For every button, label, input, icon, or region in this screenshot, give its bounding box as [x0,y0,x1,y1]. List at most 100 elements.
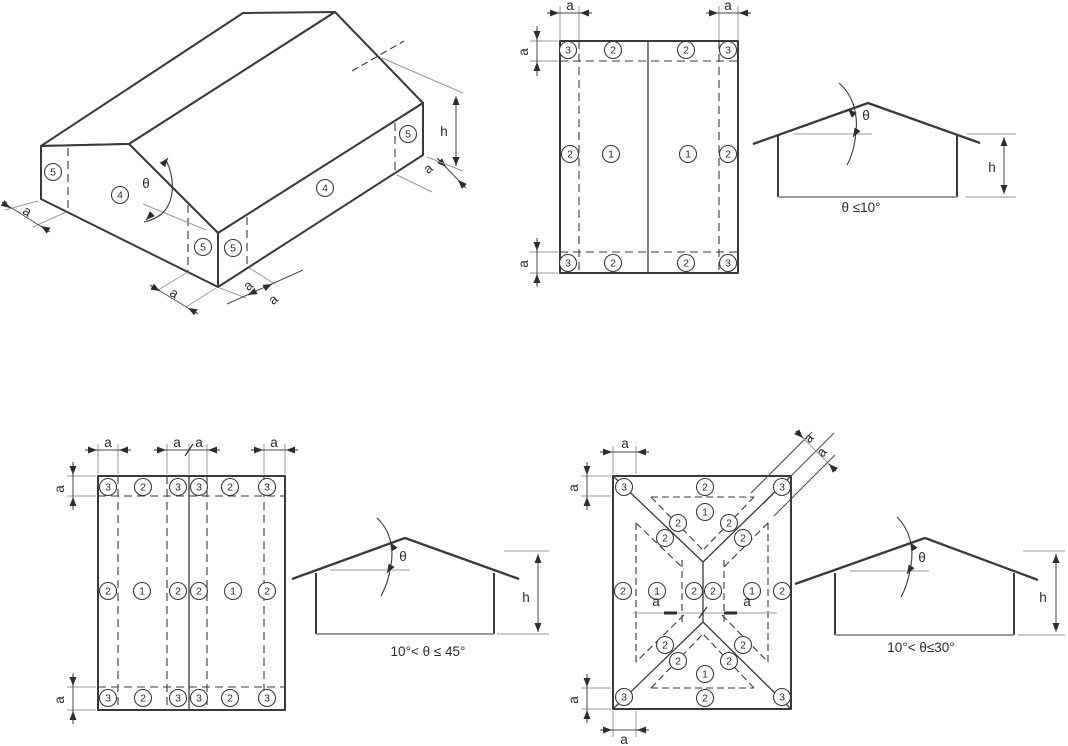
zone-2-badge [718,144,738,164]
zone-2-badge [133,688,153,708]
dim-label-a: a [104,435,112,450]
zone-2-badge [703,581,723,601]
hip-extension-line [762,432,835,505]
zone-3-number: 3 [175,693,181,705]
zone-1-number: 1 [654,586,660,598]
dim-label-a: a [167,285,181,302]
zone-2-number: 2 [140,693,146,705]
dim-tick [184,443,194,457]
zone-2-badge [189,581,209,601]
zone-2-number: 2 [675,656,681,668]
zone-3-badge [772,477,792,497]
zone-1-badge [678,144,698,164]
zone-3-badge [558,40,578,60]
zone-2-number: 2 [196,586,202,598]
dim-label-a: a [620,732,628,746]
zone-2-number: 2 [710,586,716,598]
zone-5-badge [398,124,418,144]
theta-arc [838,82,857,166]
zone-2-number: 2 [227,693,233,705]
dim-label-a: a [52,696,67,704]
elev-low-labels: θhθ ≤10° [841,108,995,215]
roof-plan-outline [559,40,739,274]
theta-arrow [906,564,915,575]
extension-line [381,57,464,94]
dim-arrow [828,463,838,473]
zone-5-badge [193,237,213,257]
zone-3-number: 3 [264,693,270,705]
zone-2-number: 2 [702,693,708,705]
zone-3-number: 3 [725,258,731,270]
zone-boundary [635,522,685,570]
zone-2-number: 2 [726,656,732,668]
dim-arrow [794,429,804,439]
theta-arrow [159,157,169,168]
theta-arrow [847,108,857,118]
zone-2-badge [98,581,118,601]
theta-arrow [909,541,918,552]
dim-label-a: a [800,430,817,446]
zone-2-badge [733,635,753,655]
zone-1-number: 1 [608,149,614,161]
zone-3-number: 3 [105,693,111,705]
zone-2-number: 2 [567,149,573,161]
zone-2-number: 2 [105,586,111,598]
extension-line [185,287,217,308]
zone-3-badge [98,688,118,708]
extension-line [426,156,464,172]
zone-1-badge [695,664,715,684]
zone-1-badge [647,581,667,601]
zone-3-number: 3 [264,482,270,494]
zone-4-number: 4 [322,183,328,195]
zone-2-badge [560,144,580,164]
zone-3-number: 3 [621,482,627,494]
zone-3-badge [257,688,277,708]
zone-3-number: 3 [196,482,202,494]
dim-tick [698,606,708,619]
zone-3-number: 3 [565,258,571,270]
dim-label-h: h [440,124,448,139]
zone-1-number: 1 [749,586,755,598]
zone-2-badge [220,688,240,708]
zone-2-badge [719,513,739,533]
zone-2-number: 2 [683,258,689,270]
zone-2-number: 2 [726,518,732,530]
zone-2-badge [613,581,633,601]
dim-label-a: a [240,277,256,294]
mean-height-dash [351,40,405,72]
zone-2-number: 2 [175,586,181,598]
zone-2-badge [668,513,688,533]
zone-3-number: 3 [725,45,731,57]
zone-3-badge [718,40,738,60]
elev-theta-le-10: θhθ ≤10° [752,82,1016,215]
zone-3-badge [772,687,792,707]
theta-arc [376,517,393,597]
zone-3-number: 3 [779,692,785,704]
zone-1-badge [132,581,152,601]
roof-line [752,101,981,146]
zone-2-badge [695,688,715,708]
zone-3-badge [558,253,578,273]
zone-2-number: 2 [779,586,785,598]
zone-2-badge [133,477,153,497]
zone-2-badge [655,635,675,655]
zone-2-number: 2 [683,45,689,57]
dimension-line [797,432,835,470]
dim-label-a: a [621,436,629,451]
dim-label-θ: θ [862,108,870,123]
zone-2-number: 2 [702,482,708,494]
zone-2-number: 2 [740,533,746,545]
zone-3-number: 3 [175,482,181,494]
zone-3-badge [168,477,188,497]
zone-3-number: 3 [196,693,202,705]
dim-label-a: a [516,48,531,56]
zone-2-number: 2 [725,149,731,161]
zone-1-badge [742,581,762,601]
